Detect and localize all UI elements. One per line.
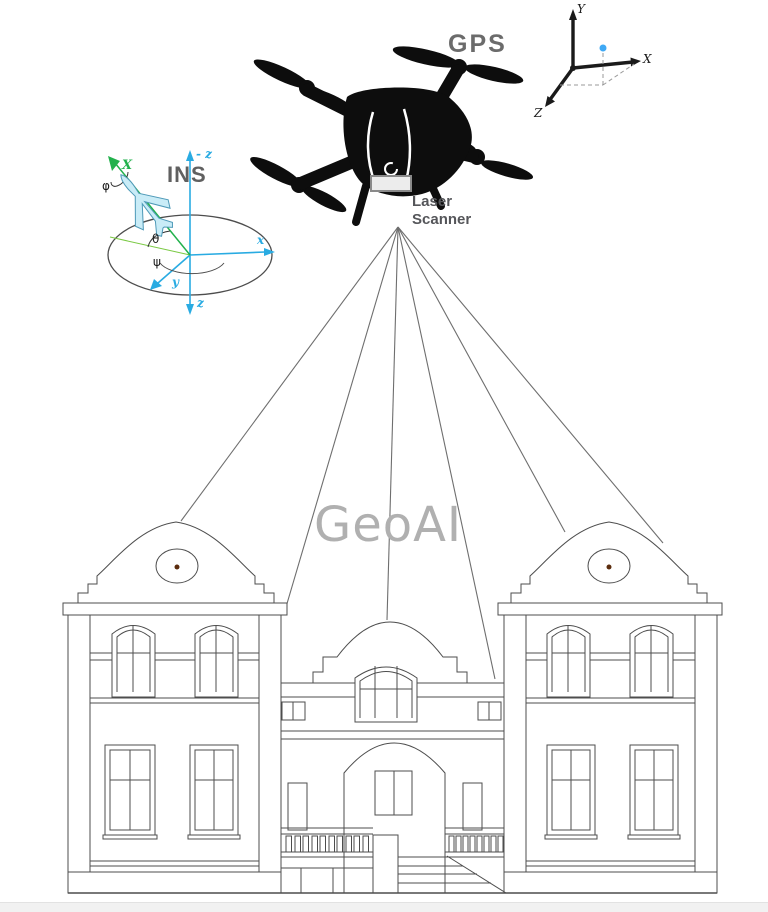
- window-lower: [102, 744, 158, 840]
- gps-axes: [547, 18, 634, 102]
- center-wing: [280, 621, 507, 894]
- laser-beam: [180, 226, 399, 522]
- y-arrow: [150, 279, 162, 290]
- x-arrow: [264, 248, 275, 256]
- ins-z-label: z: [196, 296, 205, 310]
- laser-beam: [397, 226, 496, 680]
- entrance-steps: [398, 855, 507, 894]
- body-axis-projection: [109, 236, 191, 256]
- ins-label: INS: [167, 162, 207, 187]
- oval-dot: [606, 564, 612, 570]
- window-lower: [187, 744, 241, 840]
- laser-beam: [397, 226, 566, 533]
- laser-scanner-box: [370, 175, 412, 192]
- roll-label: φ: [102, 179, 110, 193]
- entrance-block: [343, 742, 446, 893]
- yaw-label: ψ: [153, 255, 161, 269]
- drone-body: [343, 87, 472, 197]
- left-tower-gable: [77, 521, 275, 608]
- ins-diagram: - z x y z X φ θ ψ: [102, 147, 275, 315]
- gable-arched-window: [354, 666, 418, 723]
- side-door: [287, 782, 308, 831]
- right-tower: [497, 521, 723, 894]
- ins-axes: [157, 160, 266, 305]
- pitch-label: θ: [152, 232, 159, 246]
- gps-point: [599, 44, 607, 52]
- window-lower: [627, 744, 681, 840]
- laser-beam-fan: [180, 226, 664, 680]
- left-tower: [62, 521, 288, 894]
- drone: [250, 46, 534, 226]
- footer-strip: [0, 902, 768, 912]
- gps-z-label: Z: [533, 106, 543, 120]
- newel-pedestal: [372, 834, 399, 894]
- laser-scanner-label-line1: Laser: [412, 193, 453, 210]
- projection-dashes: [560, 53, 635, 86]
- ins-x-label: x: [256, 233, 265, 247]
- right-tower-body: [503, 614, 718, 894]
- z-arrow: [186, 304, 194, 315]
- right-balustrade: [445, 827, 504, 858]
- body-x-arrow: [108, 156, 120, 171]
- small-window: [281, 701, 306, 721]
- window-upper: [629, 625, 674, 698]
- side-door: [462, 782, 483, 831]
- frame-origin: [570, 65, 576, 71]
- ins-y-label: y: [171, 275, 180, 289]
- watermark: GeoAI: [314, 497, 463, 553]
- gable-oval-window: [155, 548, 199, 584]
- window-upper: [111, 625, 156, 698]
- small-window: [477, 701, 502, 721]
- gps-coordinate-frame: Y X Z: [533, 2, 652, 120]
- gps-y-label: Y: [577, 2, 586, 16]
- center-gable: [312, 621, 468, 684]
- yaw-arc: [159, 262, 225, 275]
- laser-beam: [386, 226, 399, 621]
- ins-bodyx-label: X: [121, 158, 133, 173]
- roll-arc: [110, 171, 129, 187]
- z-axis-arrow: [545, 96, 555, 107]
- aircraft: [120, 174, 173, 237]
- neg-z-arrow: [186, 150, 194, 161]
- window-upper: [194, 625, 239, 698]
- ins-negz-label: - z: [196, 147, 213, 161]
- window-lower: [544, 744, 598, 840]
- oval-dot: [174, 564, 180, 570]
- basement-door: [300, 867, 334, 894]
- left-tower-cornice: [62, 602, 288, 616]
- left-tower-body: [67, 614, 282, 894]
- laser-scanner-label-line2: Scanner: [412, 211, 472, 228]
- gable-oval-window: [587, 548, 631, 584]
- gps-x-label: X: [642, 52, 652, 66]
- y-axis-arrow: [569, 9, 577, 20]
- laser-beam: [397, 226, 664, 544]
- building-facade: [62, 521, 723, 894]
- laser-beam: [285, 226, 399, 608]
- window-upper: [546, 625, 591, 698]
- right-tower-cornice: [497, 602, 723, 616]
- gps-label: GPS: [448, 30, 507, 58]
- stair-stringer: [446, 855, 507, 894]
- pitch-arc: [147, 230, 171, 248]
